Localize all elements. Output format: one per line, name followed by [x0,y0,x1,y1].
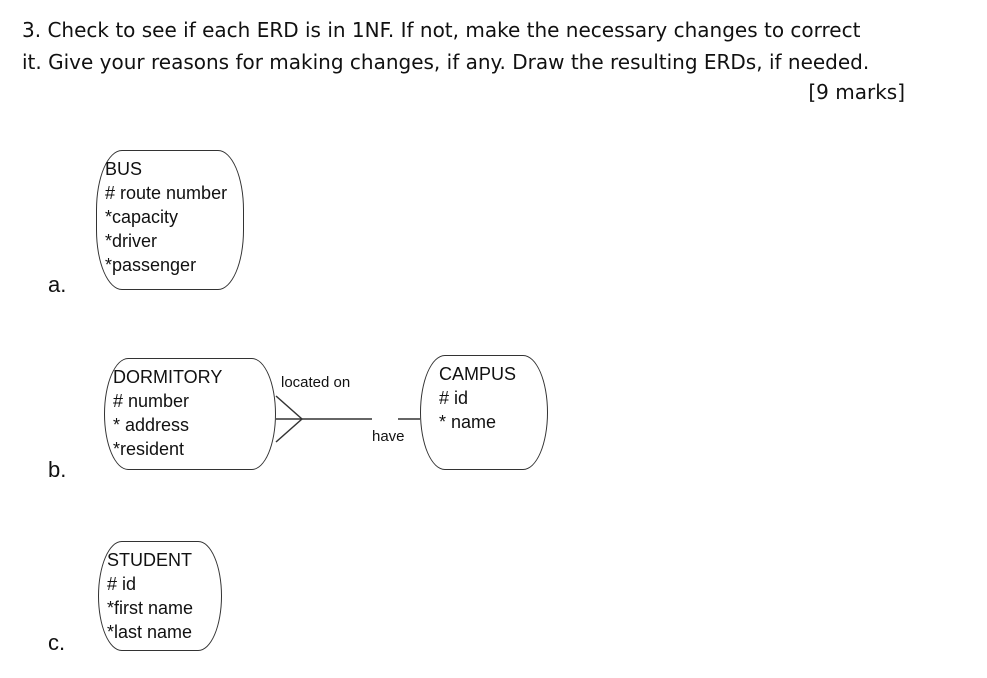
question-line-1: 3. Check to see if each ERD is in 1NF. I… [22,18,861,42]
entity-attribute: *passenger [105,255,197,275]
entity-name: STUDENT [107,550,192,570]
marks-label: [9 marks] [808,80,905,104]
question-text: 3. Check to see if each ERD is in 1NF. I… [22,14,912,78]
entity-attribute: # route number [105,183,228,203]
entity-attribute: # id [439,388,469,408]
entity-attribute: *first name [107,598,194,618]
entity-name: DORMITORY [113,367,223,387]
entity-attribute: *resident [113,439,185,459]
bus-entity: BUS # route number *capacity *driver *pa… [96,150,244,290]
entity-name: CAMPUS [439,364,517,384]
entity-attribute: *last name [107,622,193,642]
entity-attribute: *driver [105,231,158,251]
campus-entity: CAMPUS # id * name [420,355,548,470]
dormitory-entity: DORMITORY # number * address *resident [104,358,276,470]
entity-attribute: *capacity [105,207,179,227]
entity-attribute: * name [439,412,497,432]
relationship-label-have: have [372,428,405,445]
part-c-label: c. [48,630,66,655]
crows-foot-lower [275,418,303,443]
question-line-2: it. Give your reasons for making changes… [22,50,870,74]
crows-foot-upper [275,395,303,420]
entity-attribute: # id [107,574,137,594]
part-a-label: a. [48,272,67,297]
part-b-label: b. [48,457,67,482]
entity-attribute: * address [113,415,190,435]
entity-attribute: # number [113,391,190,411]
student-entity: STUDENT # id *first name *last name [98,541,222,651]
entity-name: BUS [105,159,143,179]
relationship-label-located-on: located on [281,374,351,391]
